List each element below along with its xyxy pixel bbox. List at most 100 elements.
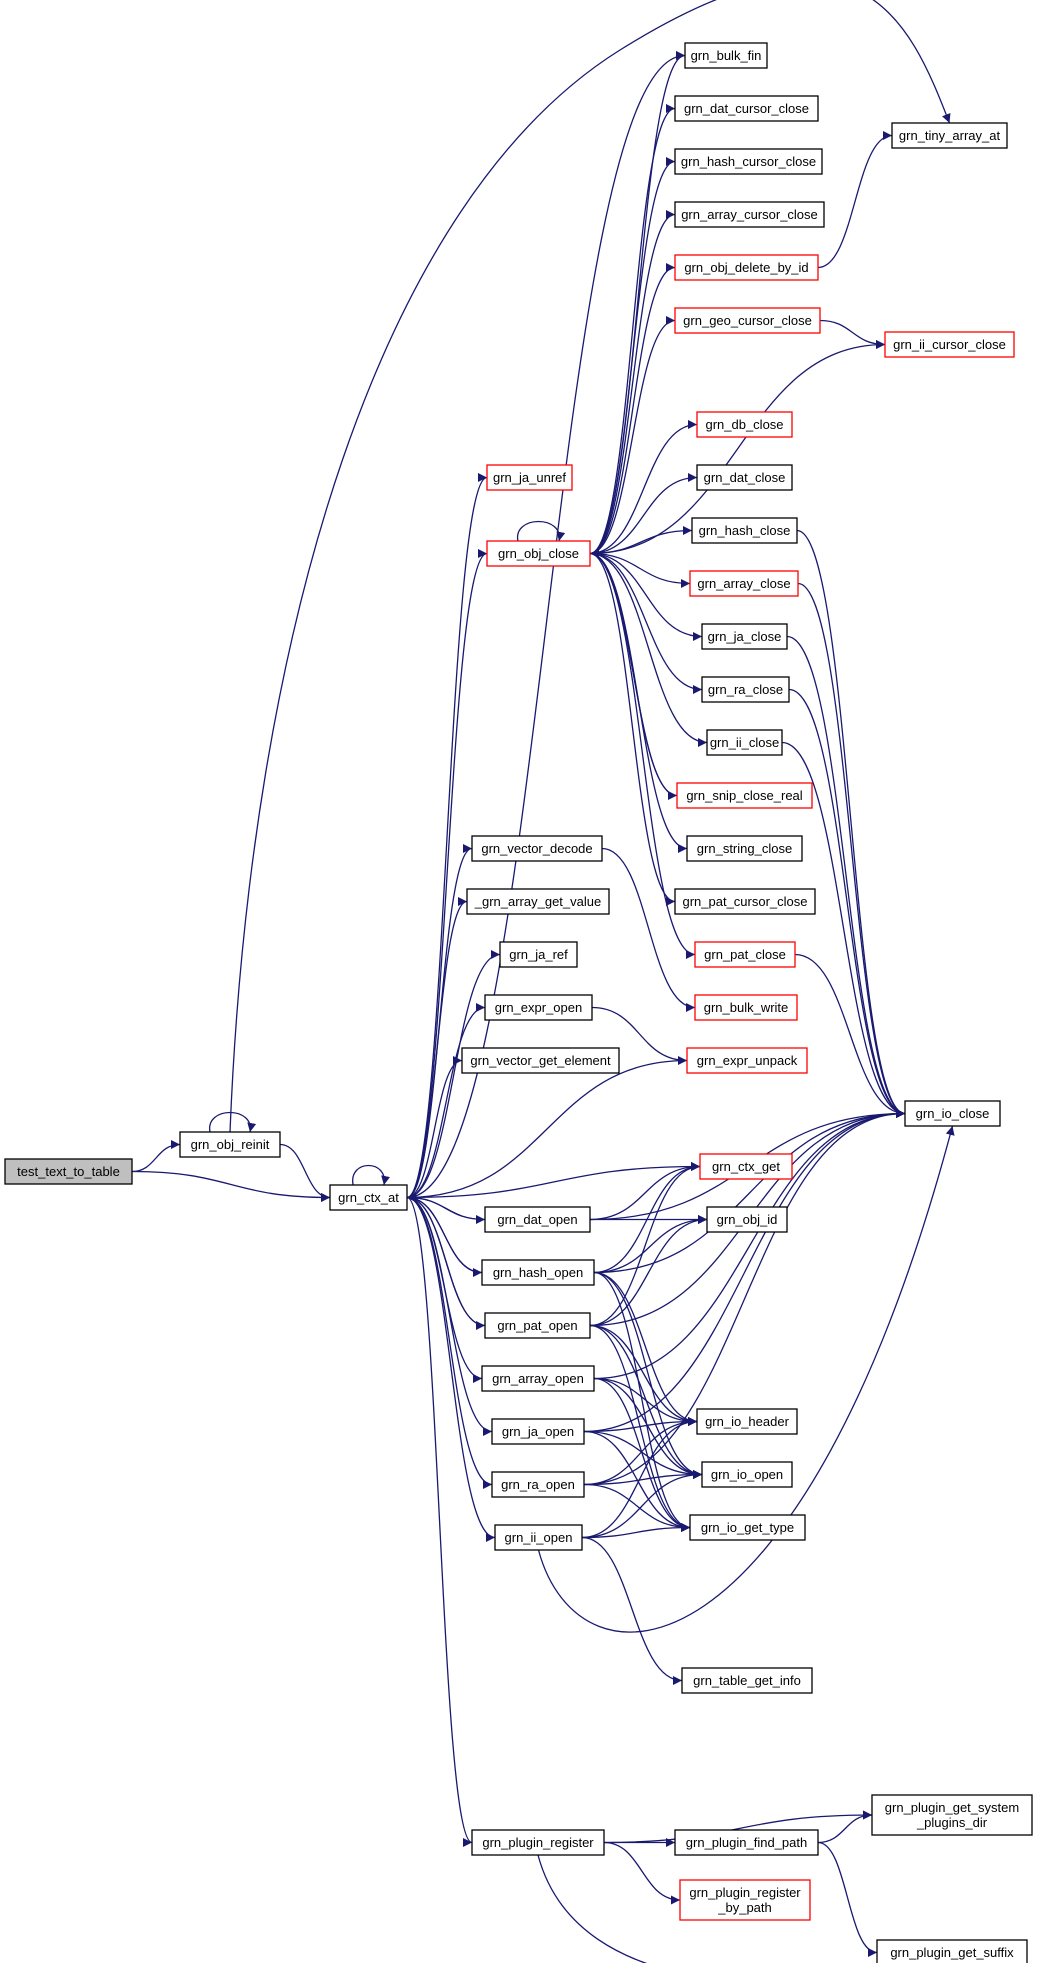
node-grn-bulk-fin[interactable]: grn_bulk_fin bbox=[684, 42, 768, 69]
node-grn-ja-close[interactable]: grn_ja_close bbox=[701, 623, 788, 650]
node-label: test_text_to_table bbox=[17, 1164, 120, 1179]
node-box bbox=[679, 1879, 811, 1921]
node-grn-ra-close[interactable]: grn_ra_close bbox=[701, 676, 790, 703]
edge-grn-ra-close-to-grn-io-close bbox=[788, 688, 906, 1118]
node-grn-dat-close[interactable]: grn_dat_close bbox=[696, 464, 793, 491]
node-grn-obj-reinit[interactable]: grn_obj_reinit bbox=[179, 1131, 281, 1158]
node-box bbox=[481, 1259, 595, 1286]
edge-grn-obj-close-to-grn-db-close bbox=[589, 420, 698, 555]
node-grn-hash-cursor-close[interactable]: grn_hash_cursor_close bbox=[674, 148, 823, 175]
node-label: grn_plugin_get_system_plugins_dir bbox=[885, 1800, 1019, 1830]
node-grn-obj-delete-by-id[interactable]: grn_obj_delete_by_id bbox=[674, 254, 819, 281]
node-grn-ii-close[interactable]: grn_ii_close bbox=[706, 729, 783, 756]
node-label: grn_expr_unpack bbox=[697, 1053, 798, 1068]
node-label: grn_ja_close bbox=[708, 629, 782, 644]
node-grn-hash-close[interactable]: grn_hash_close bbox=[691, 517, 798, 544]
node-grn-io-close[interactable]: grn_io_close bbox=[904, 1100, 1001, 1127]
node-box bbox=[701, 676, 790, 703]
node-label: grn_ii_cursor_close bbox=[893, 337, 1006, 352]
node-grn-array-close[interactable]: grn_array_close bbox=[689, 570, 799, 597]
node-grn-array-cursor-close[interactable]: grn_array_cursor_close bbox=[674, 201, 825, 228]
node-grn-plugin-get-system-plugins-dir[interactable]: grn_plugin_get_system_plugins_dir bbox=[871, 1794, 1033, 1836]
node-grn-db-close[interactable]: grn_db_close bbox=[696, 411, 793, 438]
edge-grn-obj-close-to-grn-pat-close bbox=[589, 552, 696, 959]
node-grn-dat-open[interactable]: grn_dat_open bbox=[484, 1206, 591, 1233]
node-grn-pat-cursor-close[interactable]: grn_pat_cursor_close bbox=[674, 888, 816, 915]
node-box bbox=[481, 1365, 595, 1392]
node-label: grn_plugin_register_by_path bbox=[689, 1885, 801, 1915]
node-grn-array-get-value[interactable]: _grn_array_get_value bbox=[466, 888, 610, 915]
edge-grn-expr-open-to-grn-expr-unpack bbox=[591, 1006, 688, 1065]
node-grn-io-open[interactable]: grn_io_open bbox=[701, 1461, 793, 1488]
node-grn-pat-open[interactable]: grn_pat_open bbox=[484, 1312, 591, 1339]
node-grn-string-close[interactable]: grn_string_close bbox=[686, 835, 803, 862]
node-grn-ra-open[interactable]: grn_ra_open bbox=[491, 1471, 585, 1498]
node-label: grn_dat_open bbox=[497, 1212, 577, 1227]
node-grn-ii-cursor-close[interactable]: grn_ii_cursor_close bbox=[884, 331, 1015, 358]
node-grn-ja-open[interactable]: grn_ja_open bbox=[491, 1418, 585, 1445]
edge-grn-hash-open-to-grn-io-open bbox=[593, 1271, 703, 1479]
node-label: grn_ii_open bbox=[505, 1530, 573, 1545]
node-grn-plugin-register-by-path[interactable]: grn_plugin_register_by_path bbox=[679, 1879, 811, 1921]
node-box bbox=[179, 1131, 281, 1158]
edge-grn-ctx-get-to-grn-ctx-at bbox=[406, 1165, 701, 1202]
node-grn-snip-close-real[interactable]: grn_snip_close_real bbox=[676, 782, 813, 809]
node-box bbox=[484, 1312, 591, 1339]
node-grn-plugin-register[interactable]: grn_plugin_register bbox=[471, 1829, 605, 1856]
node-grn-ii-open[interactable]: grn_ii_open bbox=[494, 1524, 583, 1551]
node-label: grn_dat_cursor_close bbox=[684, 101, 809, 116]
node-grn-obj-id[interactable]: grn_obj_id bbox=[706, 1206, 788, 1233]
node-label: grn_ja_ref bbox=[509, 947, 568, 962]
node-grn-vector-decode[interactable]: grn_vector_decode bbox=[471, 835, 603, 862]
node-grn-array-open[interactable]: grn_array_open bbox=[481, 1365, 595, 1392]
node-grn-vector-get-element[interactable]: grn_vector_get_element bbox=[461, 1047, 620, 1074]
node-label: grn_snip_close_real bbox=[686, 788, 802, 803]
node-label: grn_string_close bbox=[697, 841, 792, 856]
node-grn-io-header[interactable]: grn_io_header bbox=[696, 1408, 798, 1435]
edge-grn-obj-close-to-grn-ra-close bbox=[589, 552, 703, 694]
node-grn-table-get-info[interactable]: grn_table_get_info bbox=[681, 1667, 813, 1694]
edge-grn-pat-open-to-grn-obj-id bbox=[589, 1215, 708, 1327]
node-grn-expr-open[interactable]: grn_expr_open bbox=[484, 994, 593, 1021]
node-grn-dat-cursor-close[interactable]: grn_dat_cursor_close bbox=[674, 95, 819, 122]
node-grn-plugin-find-path[interactable]: grn_plugin_find_path bbox=[674, 1829, 819, 1856]
node-grn-ja-ref[interactable]: grn_ja_ref bbox=[499, 941, 578, 968]
node-box bbox=[676, 782, 813, 809]
edge-grn-ra-open-to-grn-io-header bbox=[583, 1417, 698, 1486]
edge-grn-ii-open-to-grn-io-open bbox=[581, 1470, 703, 1539]
node-grn-ctx-get[interactable]: grn_ctx_get bbox=[699, 1153, 793, 1180]
node-grn-hash-open[interactable]: grn_hash_open bbox=[481, 1259, 595, 1286]
node-box bbox=[674, 201, 825, 228]
node-label: grn_pat_open bbox=[497, 1318, 577, 1333]
edge-test-text-to-table-to-grn-obj-reinit bbox=[131, 1140, 181, 1173]
edge-grn-array-close-to-grn-io-close bbox=[797, 582, 906, 1118]
node-box bbox=[491, 1418, 585, 1445]
node-grn-bulk-write[interactable]: grn_bulk_write bbox=[694, 994, 798, 1021]
edge-grn-vector-decode-to-grn-bulk-write bbox=[601, 847, 696, 1012]
node-grn-ja-unref[interactable]: grn_ja_unref bbox=[486, 464, 573, 491]
node-grn-pat-close[interactable]: grn_pat_close bbox=[694, 941, 796, 968]
node-label: grn_ctx_at bbox=[338, 1190, 399, 1205]
node-box bbox=[471, 1829, 605, 1856]
edge-grn-obj-close-to-grn-obj-close bbox=[517, 521, 566, 542]
node-grn-expr-unpack[interactable]: grn_expr_unpack bbox=[686, 1047, 808, 1074]
edge-grn-obj-close-to-grn-array-cursor-close bbox=[589, 210, 676, 555]
node-grn-ctx-at[interactable]: grn_ctx_at bbox=[329, 1184, 408, 1211]
node-grn-geo-cursor-close[interactable]: grn_geo_cursor_close bbox=[674, 307, 821, 334]
node-grn-plugin-get-suffix[interactable]: grn_plugin_get_suffix bbox=[876, 1939, 1028, 1963]
edge-grn-ctx-at-to-grn-expr-open bbox=[406, 1003, 486, 1199]
edge-grn-obj-close-to-grn-dat-cursor-close bbox=[589, 104, 676, 555]
node-box bbox=[706, 1206, 788, 1233]
node-box bbox=[674, 148, 823, 175]
node-test-text-to-table[interactable]: test_text_to_table bbox=[4, 1158, 133, 1185]
node-label: grn_array_close bbox=[697, 576, 790, 591]
edge-grn-pat-open-to-grn-ctx-at bbox=[406, 1193, 486, 1327]
node-grn-io-get-type[interactable]: grn_io_get_type bbox=[689, 1514, 806, 1541]
node-box bbox=[674, 1829, 819, 1856]
edge-grn-ja-open-to-grn-io-get-type bbox=[583, 1430, 691, 1532]
node-grn-obj-close[interactable]: grn_obj_close bbox=[486, 540, 591, 567]
edge-grn-plugin-find-path-to-grn-plugin-get-system-plugins-dir bbox=[817, 1810, 873, 1844]
edges bbox=[131, 0, 955, 1963]
node-grn-tiny-array-at[interactable]: grn_tiny_array_at bbox=[891, 122, 1008, 149]
